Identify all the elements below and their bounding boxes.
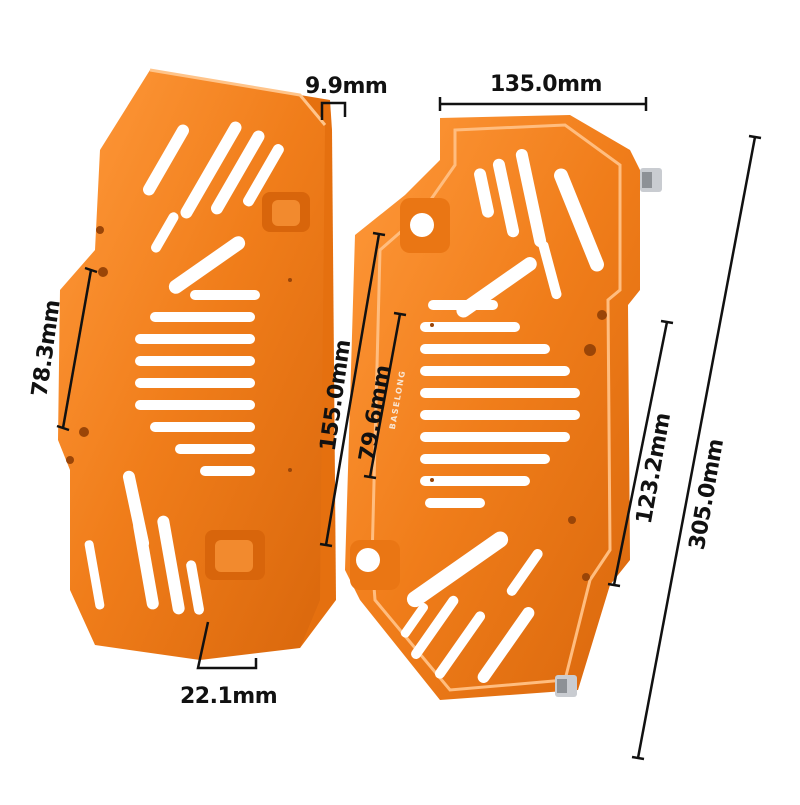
dim-line-inner-height bbox=[324, 233, 381, 546]
right-radiator-guard bbox=[345, 115, 662, 700]
dim-line-right-bracket bbox=[612, 321, 669, 586]
dim-label-width: 135.0mm bbox=[490, 72, 602, 97]
dim-line-left-bracket bbox=[61, 269, 93, 429]
dim-label-thickness: 9.9mm bbox=[305, 74, 388, 99]
dim-label-depth: 22.1mm bbox=[180, 684, 278, 709]
left-radiator-guard bbox=[58, 68, 336, 660]
metal-clip-top bbox=[640, 168, 662, 192]
dim-line-depth bbox=[196, 621, 258, 670]
dim-line-total-height bbox=[636, 136, 757, 759]
dim-line-thickness bbox=[320, 101, 347, 120]
dimension-lines bbox=[56, 97, 762, 761]
dim-line-center-bracket bbox=[368, 313, 402, 478]
metal-clip-bottom bbox=[555, 675, 577, 697]
